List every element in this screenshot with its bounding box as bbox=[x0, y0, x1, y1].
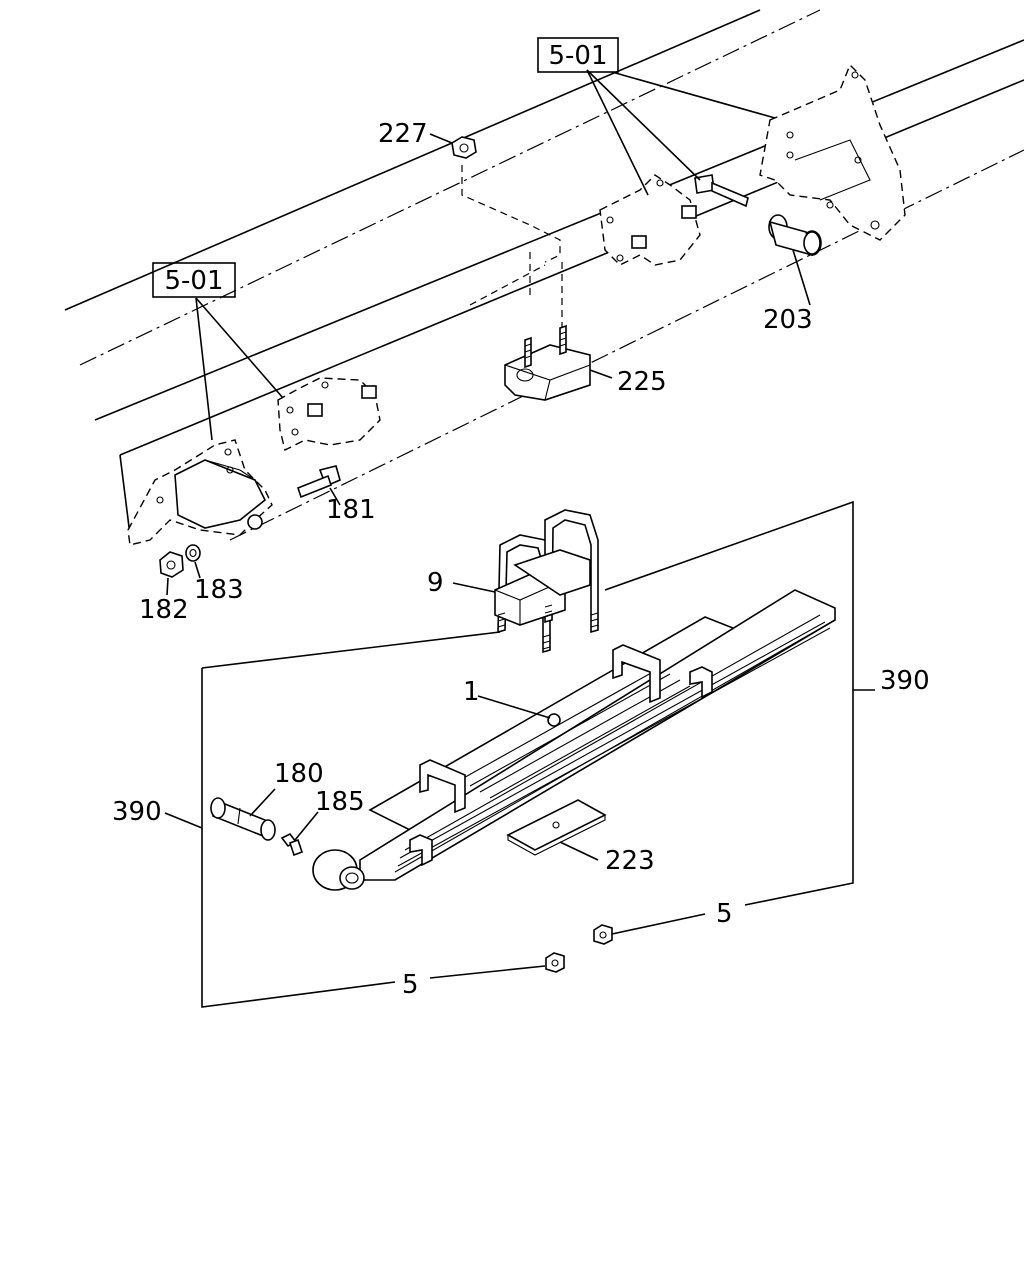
reference-box-top: 5-01 bbox=[537, 37, 619, 73]
callout-180: 180 bbox=[274, 759, 324, 789]
callout-182: 182 bbox=[139, 595, 189, 625]
callout-390-right: 390 bbox=[880, 666, 930, 696]
callout-185: 185 bbox=[315, 787, 365, 817]
callout-227: 227 bbox=[378, 119, 428, 149]
nut-5-bottom bbox=[545, 952, 565, 973]
bumper-225 bbox=[504, 324, 591, 401]
bushing-203 bbox=[768, 214, 822, 257]
u-bolts-9 bbox=[494, 509, 599, 654]
middle-shackle-bracket bbox=[599, 174, 701, 266]
pin-180 bbox=[210, 797, 276, 841]
callout-181: 181 bbox=[326, 495, 376, 525]
bolt-181 bbox=[297, 465, 341, 499]
callout-5-bottom: 5 bbox=[402, 970, 419, 1000]
front-hanger-bracket bbox=[127, 377, 381, 546]
reference-box-left: 5-01 bbox=[152, 262, 236, 298]
callout-203: 203 bbox=[763, 305, 813, 335]
callout-9: 9 bbox=[427, 568, 444, 598]
callout-labels: 227 203 225 181 182 183 9 390 1 180 185 … bbox=[112, 119, 930, 1000]
reference-box-left-label: 5-01 bbox=[164, 266, 223, 296]
leaf-spring-1 bbox=[312, 589, 836, 891]
callout-1: 1 bbox=[463, 677, 480, 707]
callout-223: 223 bbox=[605, 846, 655, 876]
assembly-390-boundary bbox=[201, 500, 854, 1008]
nut-182 bbox=[159, 551, 184, 578]
washer-183 bbox=[185, 544, 201, 562]
leader-lines bbox=[164, 69, 875, 861]
callout-5-right: 5 bbox=[716, 899, 733, 929]
reference-box-top-label: 5-01 bbox=[548, 41, 607, 71]
nut-227 bbox=[451, 136, 477, 159]
plate-223 bbox=[506, 799, 607, 856]
callout-390-left: 390 bbox=[112, 797, 162, 827]
callout-225: 225 bbox=[617, 367, 667, 397]
nut-5-right bbox=[593, 924, 613, 945]
callout-183: 183 bbox=[194, 575, 244, 605]
rear-hanger-bracket bbox=[759, 63, 906, 241]
grease-fitting-185 bbox=[280, 832, 304, 857]
shackle-bolt bbox=[694, 174, 749, 208]
